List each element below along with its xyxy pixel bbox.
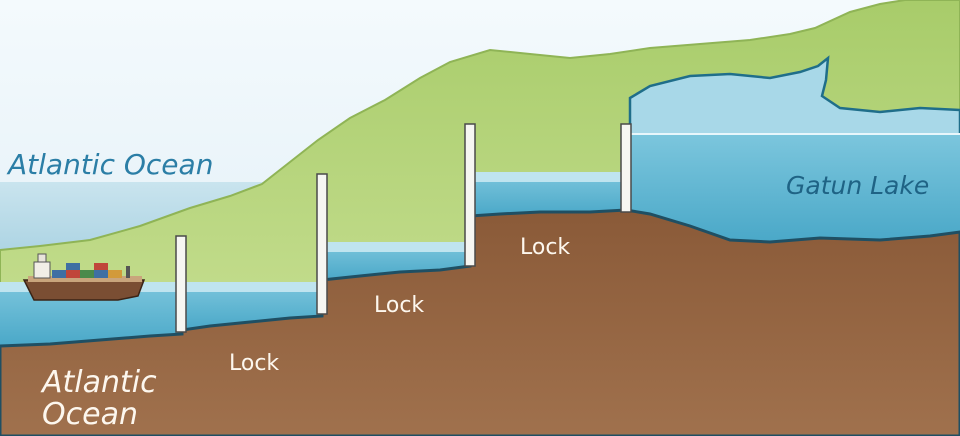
atlantic-ocean-bottom-label-line1: Atlantic [40,365,157,400]
lock-2-surface-band [322,242,470,252]
gatun-lake-water [628,134,960,242]
lock-gate-1 [175,235,187,333]
lock-3-surface-band [470,172,626,182]
gatun-lake-label: Gatun Lake [786,171,929,200]
lock-label-1: Lock [229,351,279,376]
lock-label-2: Lock [374,293,424,318]
lock-1-surface-band [182,282,322,292]
atlantic-ocean-top-label: Atlantic Ocean [6,148,213,181]
lake-surface [628,55,960,142]
lock-gate-2 [316,173,328,315]
atlantic-ocean-bottom-label-line2: Ocean [42,397,138,432]
lock-label-3: Lock [520,235,570,260]
lock-gate-3 [464,123,476,267]
lock-gate-4 [620,123,632,213]
container-ship-icon [22,253,146,301]
lock-3-water [470,172,626,216]
